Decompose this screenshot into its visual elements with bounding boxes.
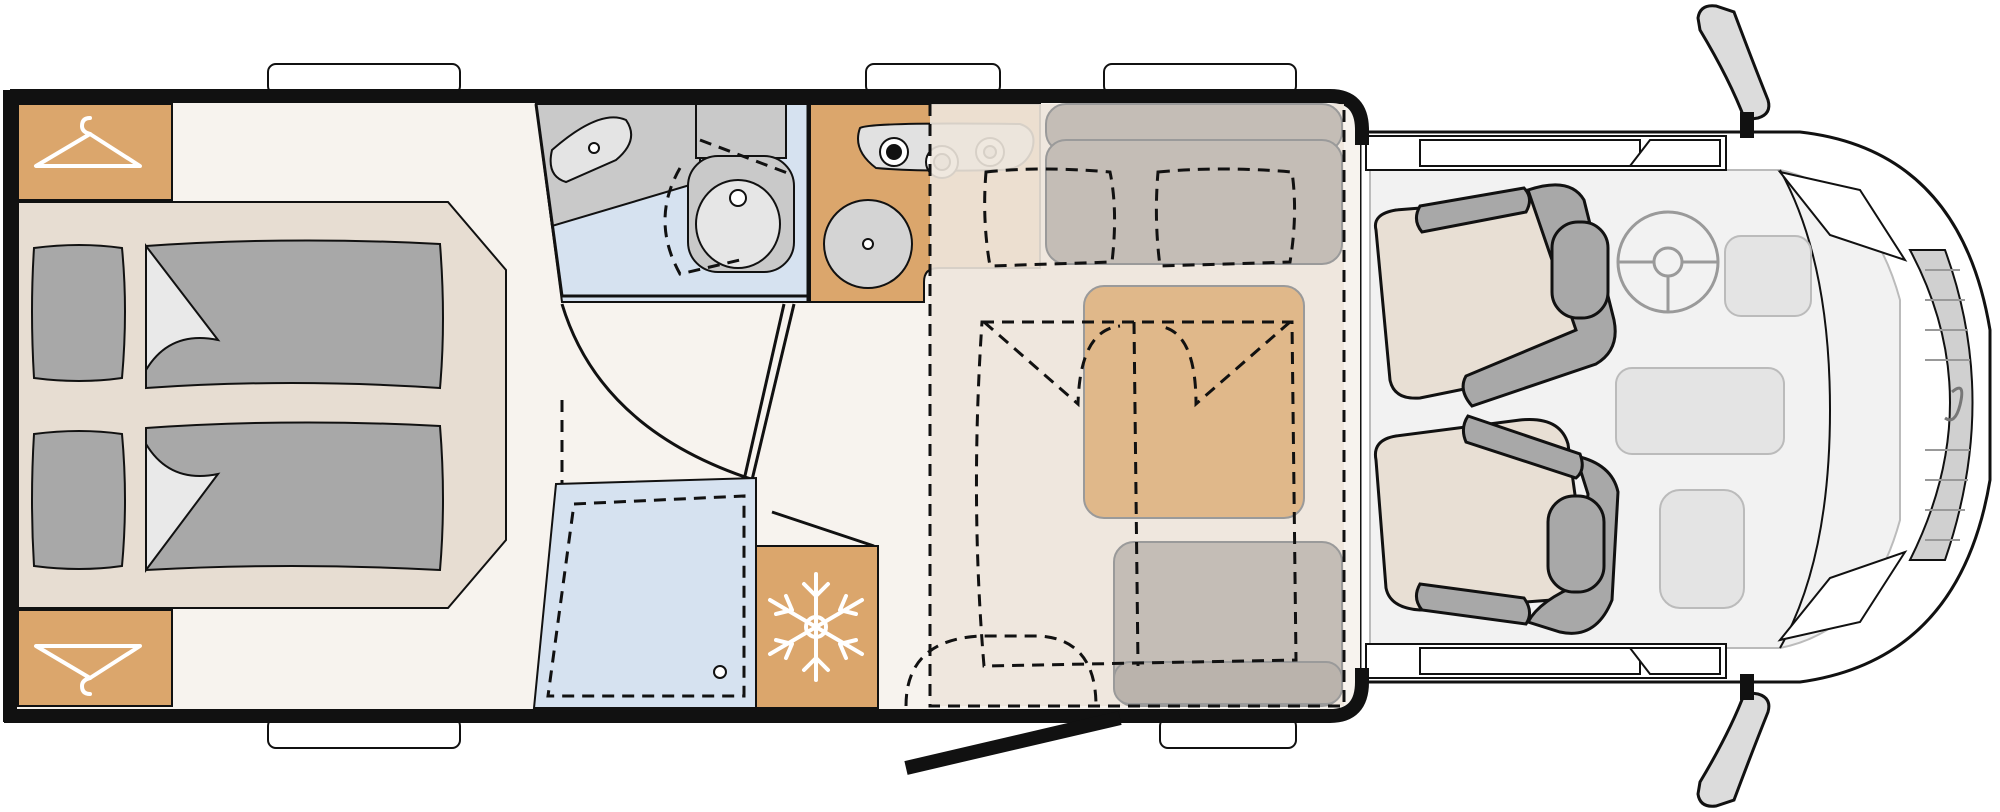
cab-door-window-bottom-2 (1627, 647, 1721, 675)
dropdown-bed-outline (928, 104, 1346, 708)
cab-door-window-top (1419, 139, 1641, 167)
passenger-footwell (1659, 489, 1745, 609)
wardrobe-bottom (17, 609, 173, 707)
mattress-1-fold (145, 243, 221, 374)
mirror-bottom (1696, 690, 1771, 808)
pillow-2 (31, 430, 126, 570)
fridge (755, 510, 879, 709)
toilet-drain (729, 189, 747, 207)
bathroom-wall-side (534, 103, 564, 297)
driver-seat (1373, 183, 1617, 408)
hood (1908, 249, 1974, 561)
side-seat-back (1113, 661, 1343, 705)
dinette (904, 103, 1346, 708)
passenger-seat-backrest (1525, 453, 1620, 635)
headlight-top (1777, 170, 1908, 262)
shower-outline (546, 494, 746, 698)
brand-logo-icon (1944, 386, 1964, 422)
cab (1358, 4, 1992, 808)
outer-wall-bottom (900, 668, 1369, 723)
rear-bedroom (17, 103, 507, 707)
grille (1925, 269, 1970, 541)
dropdown-pillow-1 (983, 167, 1117, 268)
bench-seat (1045, 139, 1343, 265)
mattress-2-fold (145, 440, 221, 573)
outer-wall-top (10, 89, 1369, 145)
bathroom-door-swing (699, 138, 791, 176)
kitchen-sink-drain (862, 238, 874, 250)
washbasin-drain (588, 142, 600, 154)
toilet-cistern (695, 103, 787, 159)
burner-1-core (886, 144, 902, 160)
pillow-1 (31, 244, 126, 382)
cab-door-window-top-2 (1627, 139, 1721, 167)
hanger-icon (34, 116, 142, 168)
entry-door (904, 711, 1122, 775)
shower (532, 476, 757, 709)
driver-headrest (1550, 220, 1610, 320)
steering-wheel-icon (1616, 210, 1720, 314)
passenger-armrest (1461, 414, 1584, 480)
door-leaf (750, 303, 796, 481)
toilet-bowl (695, 179, 781, 269)
toilet-swing (663, 167, 741, 276)
pedal-area (1724, 235, 1812, 317)
headlight-bottom (1777, 550, 1908, 642)
dropdown-center-divider (1132, 321, 1140, 667)
shower-drain (713, 665, 727, 679)
mirror-top (1696, 4, 1771, 122)
door-arc (560, 303, 755, 482)
mattress-2 (145, 421, 444, 572)
dinette-table (1083, 285, 1305, 519)
windows (267, 63, 1297, 749)
passenger-seat (1373, 414, 1620, 635)
cab-seats (1373, 183, 1620, 635)
dropdown-mattress (974, 320, 1298, 668)
passenger-armrest-2 (1415, 582, 1531, 626)
passenger-headrest (1546, 494, 1606, 594)
dropdown-mattress-fold-1 (983, 320, 1121, 408)
driver-armrest (1415, 186, 1531, 234)
dropdown-mattress-fold-2 (1157, 320, 1291, 408)
center-console (1615, 367, 1785, 455)
mirror-bottom-arm (1740, 674, 1754, 700)
bathroom-door (560, 303, 796, 490)
dashboard (1779, 169, 1832, 649)
hanger-icon (34, 644, 142, 696)
fridge-door-line (771, 510, 875, 548)
wardrobe-top (17, 103, 173, 201)
mattress-1 (145, 239, 444, 390)
door-leaf-2 (742, 303, 786, 481)
cab-door-window-bottom (1419, 647, 1641, 675)
mirror-top-arm (1740, 112, 1754, 138)
bathroom (534, 96, 810, 303)
snowflake-icon (768, 572, 864, 682)
